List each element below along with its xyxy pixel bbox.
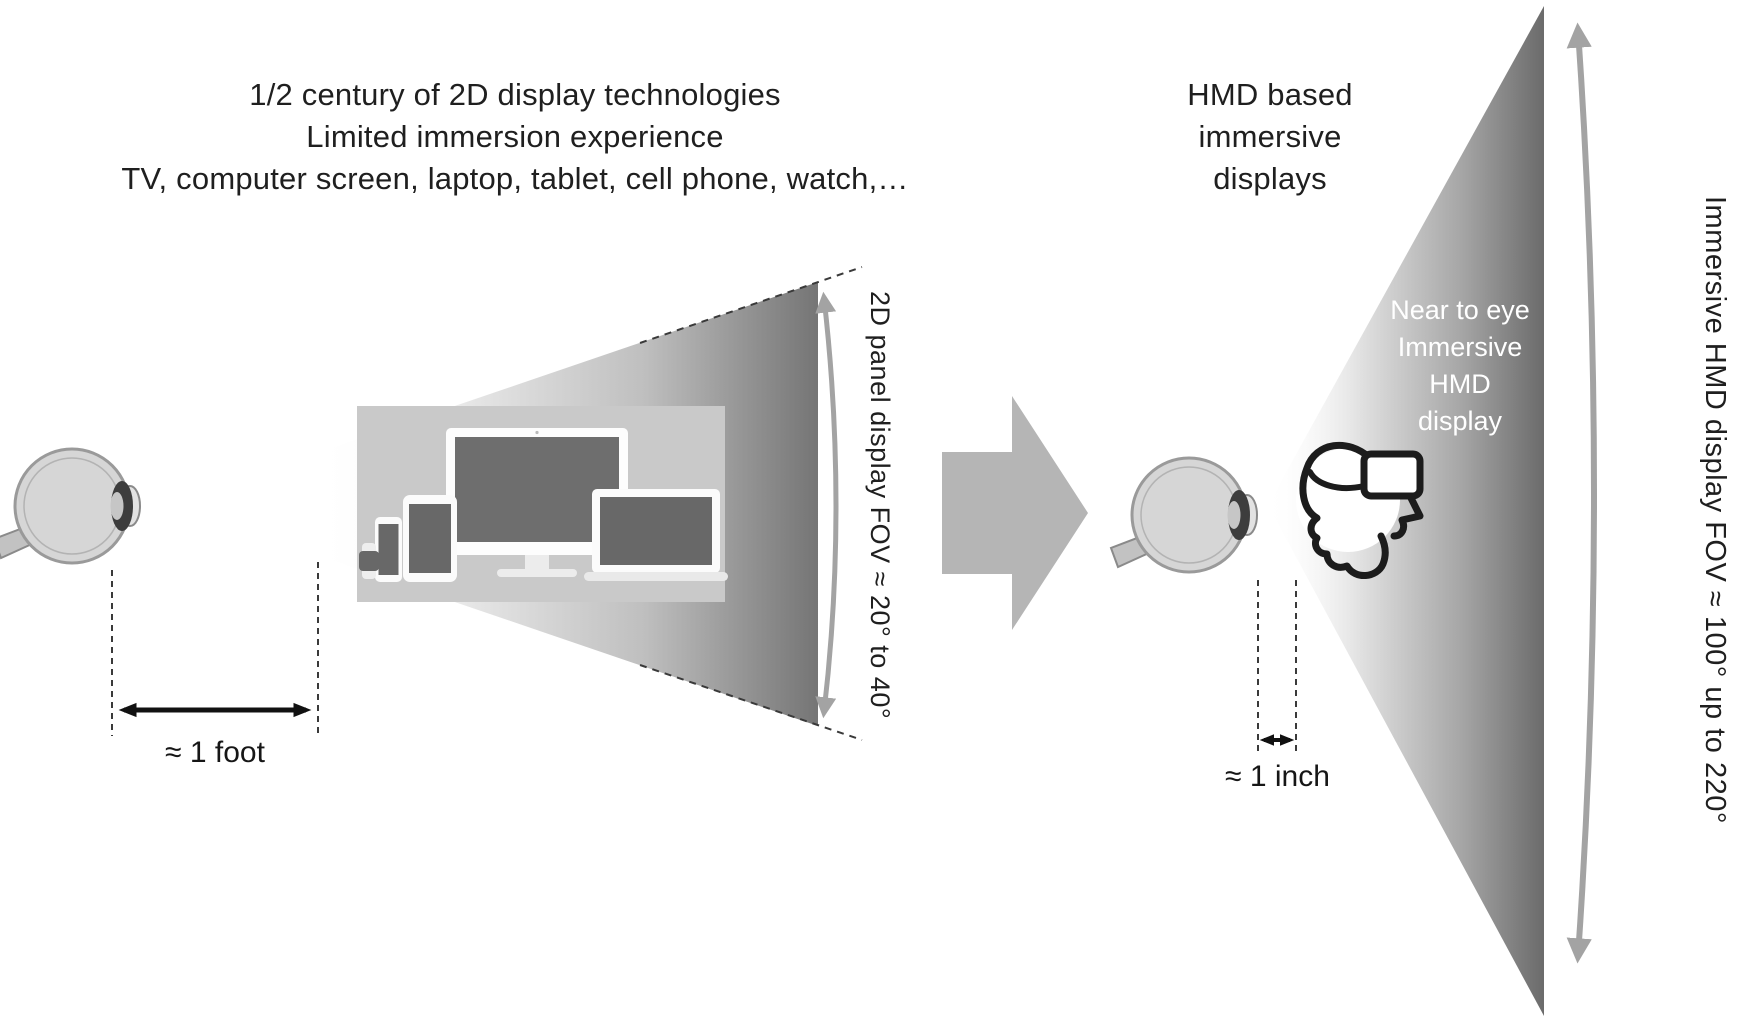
cone-label-line-4: display (1417, 406, 1503, 436)
cone-label-line-3: HMD (1429, 369, 1491, 399)
eye-icon-left (0, 447, 142, 565)
transition-arrow-icon (942, 396, 1088, 630)
inch-distance-label: ≈ 1 inch (1225, 760, 1330, 793)
watch-icon (359, 543, 379, 579)
eye-icon-right (1109, 456, 1259, 574)
immersive-fov-label: Immersive HMD display FOV ≈ 100° up to 2… (1699, 196, 1731, 824)
panel-fov-label: 2D panel display FOV ≈ 20° to 40° (865, 290, 895, 720)
immersive-fov-cone (1268, 6, 1544, 1016)
device-panel-group (357, 406, 728, 602)
cone-inner-label: Near to eye Immersive HMD display (1372, 292, 1548, 440)
right-heading-line-1: HMD based (1187, 77, 1353, 112)
fov-extension-dashed-bottom (639, 664, 863, 741)
foot-distance-label: ≈ 1 foot (165, 736, 265, 769)
hmd-headset-icon (1296, 441, 1424, 579)
immersive-fov-arc-arrow (1566, 22, 1597, 964)
left-heading-line-3: TV, computer screen, laptop, tablet, cel… (121, 161, 909, 196)
panel-fov-arc-arrow (815, 291, 839, 719)
cone-label-line-2: Immersive (1397, 332, 1523, 362)
monitor-icon (446, 428, 628, 577)
laptop-icon (584, 489, 728, 581)
right-section-heading: HMD based immersive displays (1120, 74, 1420, 200)
phone-icon (375, 517, 402, 582)
left-heading-line-1: 1/2 century of 2D display technologies (249, 77, 781, 112)
tablet-icon (403, 495, 457, 582)
right-heading-line-2: immersive (1198, 119, 1342, 154)
left-heading-line-2: Limited immersion experience (306, 119, 724, 154)
left-section-heading: 1/2 century of 2D display technologies L… (60, 74, 970, 200)
right-heading-line-3: displays (1213, 161, 1327, 196)
fov-extension-dashed-top (639, 266, 863, 344)
cone-label-line-1: Near to eye (1390, 295, 1530, 325)
